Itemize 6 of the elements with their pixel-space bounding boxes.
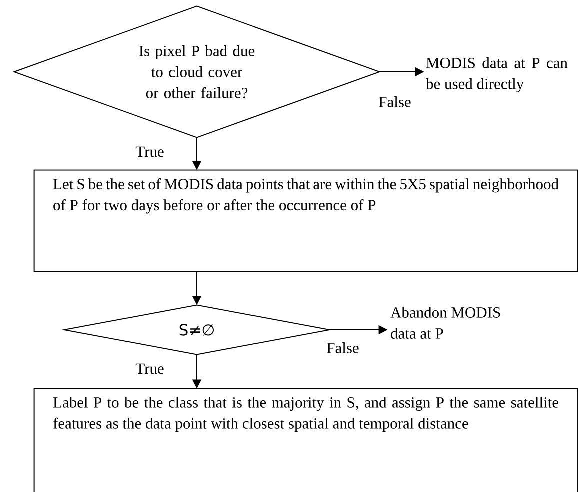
outcome-text: Abandon MODIS data at P — [390, 307, 500, 339]
process-box: Label P to be the class that is the majority in S, and assign P the same satellite features as the data point with closest spatial and temporal distance — [34, 388, 578, 492]
outcome-text: MODIS data at P can be used directly — [426, 57, 568, 93]
edge-label: True — [134, 362, 166, 376]
edge-label: True — [134, 146, 166, 158]
process-box: Let S be the set of MODIS data points that are within the 5X5 spatial neighborhood of P for two days before or after the occurrence of P — [34, 170, 578, 272]
